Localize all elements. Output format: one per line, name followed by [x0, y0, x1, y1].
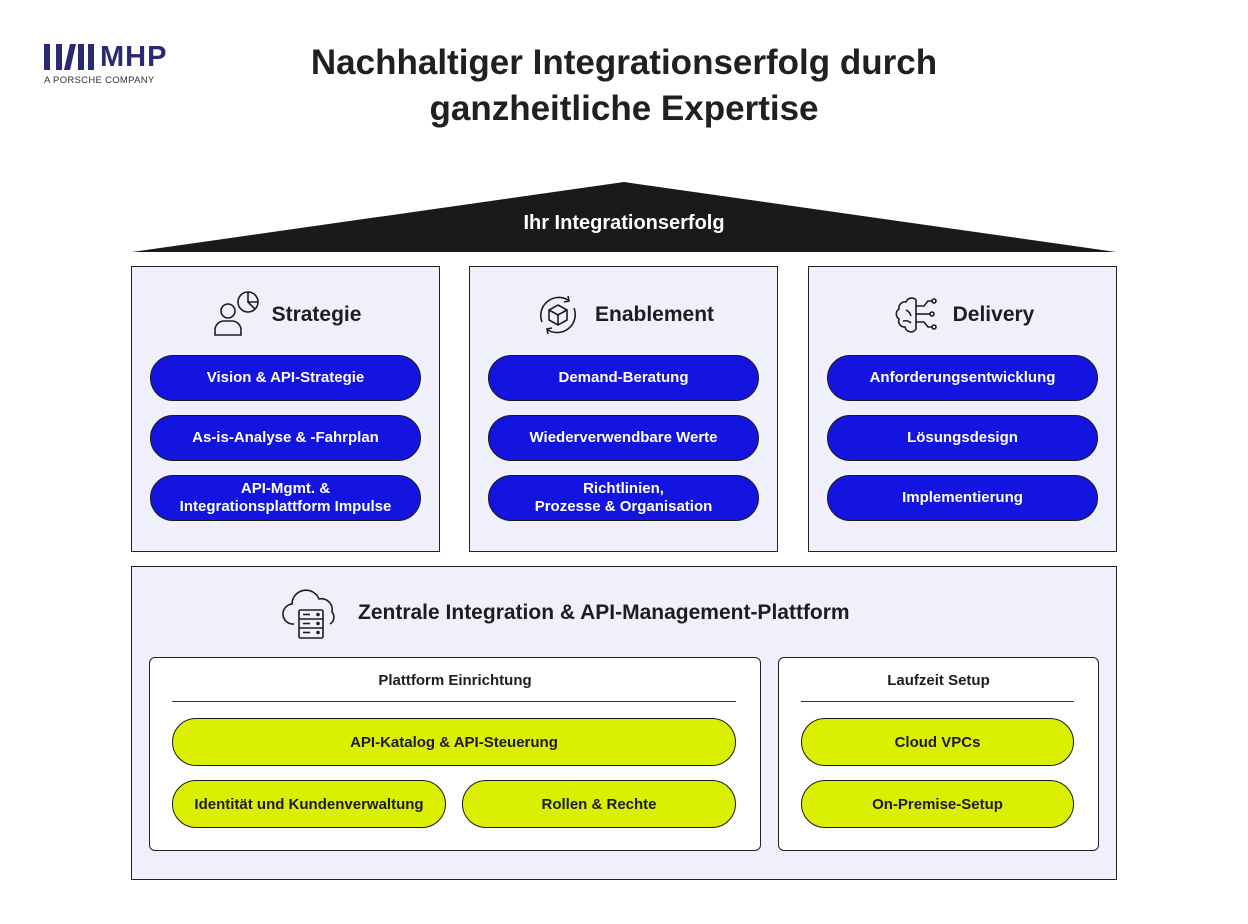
pillar-header: Enablement — [470, 291, 777, 339]
mhp-logo-mark-icon — [44, 44, 94, 70]
runtime-box: Laufzeit Setup Cloud VPCs On-Premise-Set… — [778, 657, 1099, 851]
page-title: Nachhaltiger Integrationserfolg durch ga… — [200, 40, 1048, 132]
platform-header: Zentrale Integration & API-Management-Pl… — [282, 585, 850, 641]
setup-box: Plattform Einrichtung API-Katalog & API-… — [149, 657, 761, 851]
item-loesungsdesign: Lösungsdesign — [827, 415, 1098, 461]
brain-circuit-icon — [895, 297, 937, 333]
person-pie-chart-icon — [213, 291, 259, 336]
logo-tagline: A PORSCHE COMPANY — [44, 75, 155, 86]
item-api-mgmt-impulse: API-Mgmt. & Integrationsplattform Impuls… — [150, 475, 421, 521]
logo-wordmark: MHP — [100, 41, 168, 73]
mhp-logo: MHP A PORSCHE COMPANY — [44, 42, 174, 88]
pillar-enablement: Enablement Demand-Beratung Wiederverwend… — [469, 266, 778, 552]
pillar-strategie: Strategie Vision & API-Strategie As-is-A… — [131, 266, 440, 552]
item-cloud-vpcs: Cloud VPCs — [801, 718, 1074, 766]
item-vision-api-strategie: Vision & API-Strategie — [150, 355, 421, 401]
item-demand-beratung: Demand-Beratung — [488, 355, 759, 401]
pillar-delivery: Delivery Anforderungsentwicklung Lösungs… — [808, 266, 1117, 552]
item-richtlinien: Richtlinien, Prozesse & Organisation — [488, 475, 759, 521]
item-api-katalog: API-Katalog & API-Steuerung — [172, 718, 736, 766]
platform-foundation: Zentrale Integration & API-Management-Pl… — [131, 566, 1117, 880]
cube-cycle-icon — [539, 295, 577, 335]
roof-label: Ihr Integrationserfolg — [523, 212, 725, 234]
title-line-1: Nachhaltiger Integrationserfolg durch — [310, 43, 938, 82]
item-on-premise-setup: On-Premise-Setup — [801, 780, 1074, 828]
pillar-label: Enablement — [594, 303, 715, 326]
cloud-server-icon — [282, 589, 335, 639]
item-anforderungsentwicklung: Anforderungsentwicklung — [827, 355, 1098, 401]
roof-triangle — [132, 182, 1116, 252]
pillar-header: Delivery — [809, 291, 1116, 339]
runtime-divider — [801, 701, 1074, 702]
item-rollen-rechte: Rollen & Rechte — [462, 780, 736, 828]
title-line-2: ganzheitliche Expertise — [429, 89, 819, 128]
platform-label: Zentrale Integration & API-Management-Pl… — [358, 601, 850, 624]
item-identitaet: Identität und Kundenverwaltung — [172, 780, 446, 828]
pillar-label: Delivery — [952, 303, 1035, 326]
item-wiederverwendbare-werte: Wiederverwendbare Werte — [488, 415, 759, 461]
setup-divider — [172, 701, 736, 702]
pillar-header: Strategie — [132, 291, 439, 339]
pillar-label: Strategie — [271, 303, 362, 326]
runtime-title: Laufzeit Setup — [887, 672, 990, 689]
setup-title: Plattform Einrichtung — [378, 672, 532, 689]
item-implementierung: Implementierung — [827, 475, 1098, 521]
item-as-is-analyse: As-is-Analyse & -Fahrplan — [150, 415, 421, 461]
